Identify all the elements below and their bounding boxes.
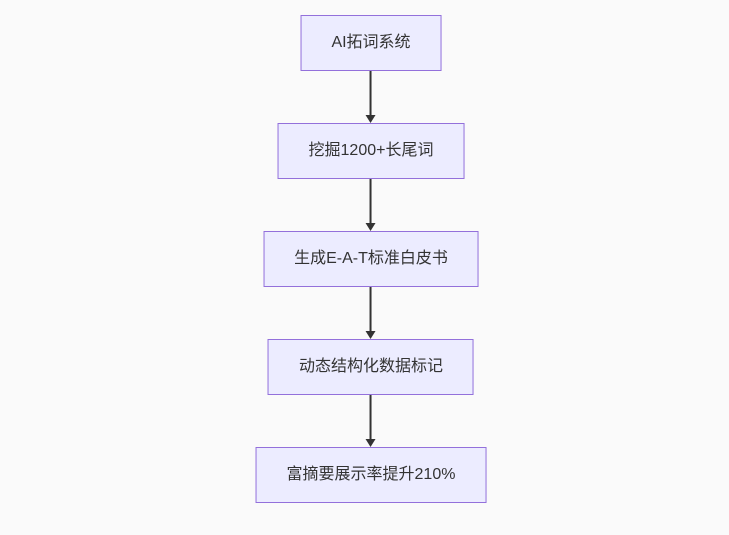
flowchart: AI拓词系统 挖掘1200+长尾词 生成E-A-T标准白皮书 动态结构化数据标记	[255, 15, 487, 503]
arrowhead-icon	[366, 115, 376, 123]
flow-node-label: 富摘要展示率提升210%	[286, 466, 456, 483]
flow-node-label: AI拓词系统	[331, 34, 411, 51]
flow-node-rich-snippet-rate: 富摘要展示率提升210%	[255, 447, 487, 503]
flow-node-label: 生成E-A-T标准白皮书	[294, 250, 448, 267]
arrowhead-icon	[366, 331, 376, 339]
arrowhead-icon	[366, 223, 376, 231]
flow-node-longtail-mining: 挖掘1200+长尾词	[277, 123, 465, 179]
flow-node-ai-keyword-system: AI拓词系统	[300, 15, 442, 71]
arrow-down-icon	[365, 395, 377, 447]
arrow-down-icon	[365, 71, 377, 123]
arrow-line	[370, 395, 372, 439]
flow-node-eat-whitepaper: 生成E-A-T标准白皮书	[263, 231, 479, 287]
arrow-down-icon	[365, 179, 377, 231]
flow-node-label: 动态结构化数据标记	[298, 358, 443, 375]
flow-node-label: 挖掘1200+长尾词	[308, 142, 434, 159]
arrow-down-icon	[365, 287, 377, 339]
arrow-line	[370, 179, 372, 223]
arrowhead-icon	[366, 439, 376, 447]
arrow-line	[370, 287, 372, 331]
arrow-line	[370, 71, 372, 115]
flow-node-structured-data-markup: 动态结构化数据标记	[267, 339, 474, 395]
